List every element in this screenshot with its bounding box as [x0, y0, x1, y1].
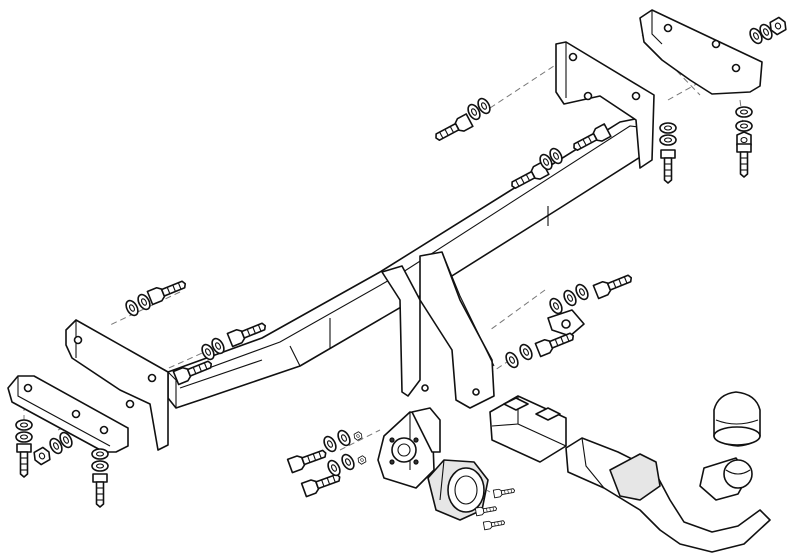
left-side-bracket — [65, 319, 169, 451]
center-mount-bracket — [381, 251, 495, 409]
tow-ball-neck — [565, 437, 771, 553]
right-side-bracket — [555, 41, 655, 169]
tow-ball — [723, 459, 753, 489]
center-bracket-bolts — [502, 270, 635, 371]
electric-socket — [427, 459, 489, 521]
ball-cap — [713, 391, 761, 447]
ball-receiver-clamp — [489, 395, 567, 463]
left-chassis-plate — [7, 375, 129, 453]
upper-bolt-set-a — [431, 95, 494, 145]
socket-plate — [377, 407, 441, 489]
right-chassis-plate — [639, 9, 763, 95]
socket-plate-bolts — [286, 427, 368, 498]
left-bolt-set-a — [122, 276, 189, 319]
